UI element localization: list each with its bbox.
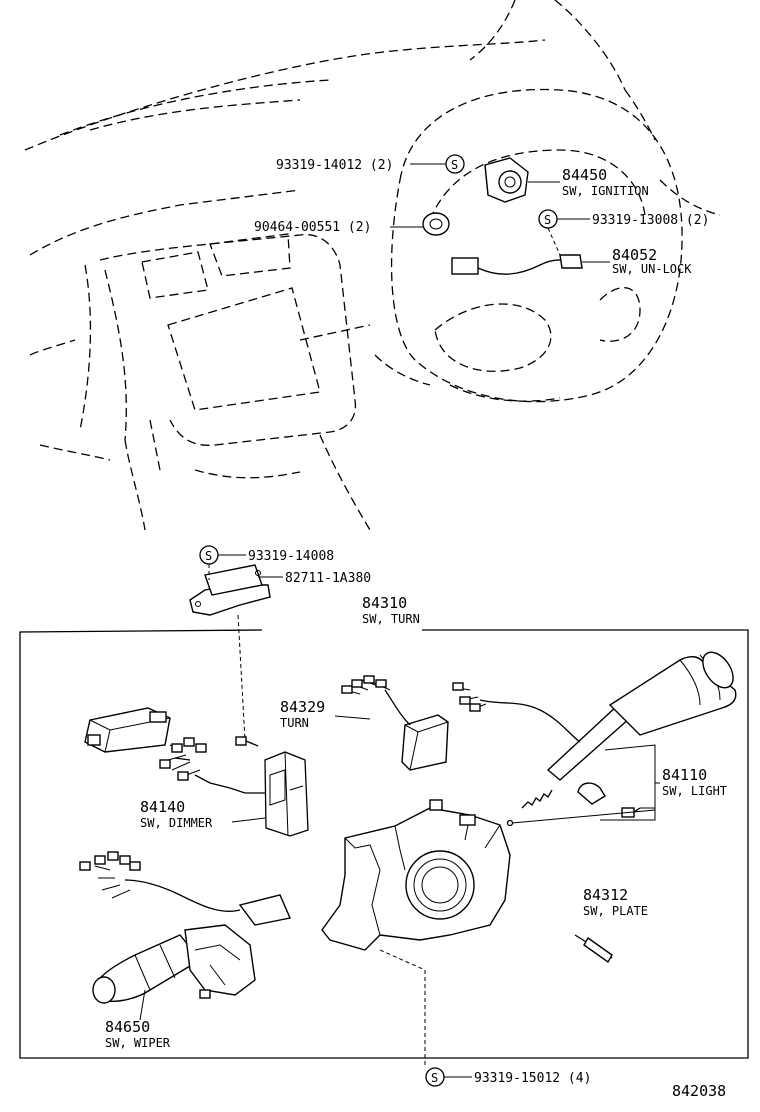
diagram-number: 842038 (672, 1082, 726, 1100)
ignition-switch-part (484, 157, 529, 203)
svg-text:S: S (544, 213, 551, 227)
wiper-part-number: 84650 (105, 1018, 150, 1036)
screw-symbol-bracket: S (199, 545, 219, 565)
svg-text:S: S (431, 1071, 438, 1085)
screw-bottom-part-number: 93319-15012 (4) (474, 1071, 591, 1086)
plate-switch-part (574, 934, 613, 964)
screw-bracket-part-number: 93319-14008 (248, 549, 334, 564)
turn-assembly-part-number: 84310 (362, 594, 407, 612)
light-switch-lever-part (452, 651, 737, 781)
clamp-part (422, 212, 450, 236)
dimmer-part-number: 84140 (140, 798, 185, 816)
plate-part-name: SW, PLATE (583, 904, 648, 918)
bracket-part (189, 564, 271, 616)
bracket-part-number: 82711-1A380 (285, 571, 371, 586)
ignition-part-name: SW, IGNITION (562, 184, 649, 198)
svg-text:S: S (205, 549, 212, 563)
screw-ignition-part-number: 93319-14012 (2) (276, 158, 393, 173)
screw-symbol-unlock: S (538, 209, 558, 229)
turn-assembly-part-name: SW, TURN (362, 612, 420, 626)
dashboard-outline (24, 0, 721, 531)
screw-unlock-part-number: 93319-13008 (2) (592, 213, 709, 228)
plate-part-number: 84312 (583, 886, 628, 904)
assembly-box (19, 629, 749, 1059)
turn-relay-part-name: TURN (280, 716, 309, 730)
wiper-part-name: SW, WIPER (105, 1036, 171, 1050)
clamp-part-number: 90464-00551 (2) (254, 220, 371, 235)
unlock-part-name: SW, UN-LOCK (612, 262, 692, 276)
dimmer-screw-part (235, 736, 259, 747)
screw-symbol-ignition: S (445, 154, 465, 174)
turn-switch-body-part (321, 799, 511, 951)
screw-symbol-bottom: S (425, 1067, 445, 1087)
wiper-switch-part (79, 851, 291, 1004)
dimmer-part-name: SW, DIMMER (140, 816, 213, 830)
turn-relay-part-number: 84329 (280, 698, 325, 716)
light-switch-clip-part (577, 782, 606, 805)
ignition-part-number: 84450 (562, 166, 607, 184)
unlock-switch-part (451, 254, 583, 275)
svg-text:S: S (451, 158, 458, 172)
switch-housing-part (84, 707, 171, 753)
light-switch-spring-part (521, 789, 553, 809)
light-part-name: SW, LIGHT (662, 784, 727, 798)
unlock-part-number: 84052 (612, 246, 657, 264)
dimmer-switch-part (159, 737, 309, 837)
turn-relay-part (341, 675, 449, 771)
light-part-number: 84110 (662, 766, 707, 784)
